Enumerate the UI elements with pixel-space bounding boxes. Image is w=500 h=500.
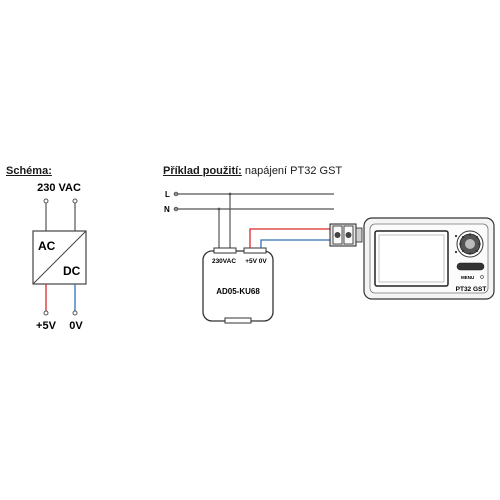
mains-n-terminal	[173, 206, 179, 212]
schema-input-label: 230 VAC	[37, 182, 81, 194]
out-neg-label: 0V	[69, 320, 83, 332]
schema-heading: Schéma:	[6, 165, 52, 177]
terminal-out-pos	[43, 310, 49, 316]
module-out-terminal	[243, 247, 267, 254]
converter-diagonal	[32, 230, 87, 285]
dc-label: DC	[63, 264, 81, 278]
module-in-label: 230VAC	[212, 258, 236, 265]
out-pos-label: +5V	[36, 320, 57, 332]
terminal-in-1	[43, 198, 49, 204]
terminal-in-2	[72, 198, 78, 204]
example-heading-rest: napájení PT32 GST	[241, 165, 343, 177]
example-heading-bold: Příklad použití:	[163, 165, 242, 177]
ac-label: AC	[38, 239, 56, 253]
thermostat-menu-button	[456, 262, 485, 271]
module-in-terminal	[213, 247, 237, 254]
schema-block: 230 VAC AC DC +5V 0V	[32, 182, 87, 332]
mains-l-terminal	[173, 191, 179, 197]
thermostat-menu-label: MENU	[461, 275, 474, 280]
module-name: AD05-KU68	[216, 287, 260, 296]
line-l-label: L	[165, 190, 170, 199]
example-block: L N 230VAC +5V 0V AD05-KU68	[164, 190, 495, 324]
module-out-label: +5V 0V	[245, 258, 267, 265]
line-n-label: N	[164, 205, 170, 214]
terminal-out-neg	[72, 310, 78, 316]
thermostat-name: PT32 GST	[456, 286, 487, 293]
module-bottom-tab	[224, 317, 252, 324]
example-heading: Příklad použití: napájení PT32 GST	[163, 165, 342, 177]
thermostat-device: MENU PT32 GST	[363, 217, 495, 300]
wire-positive	[249, 228, 331, 248]
wire-negative	[260, 239, 331, 248]
terminal-connector	[329, 223, 363, 247]
